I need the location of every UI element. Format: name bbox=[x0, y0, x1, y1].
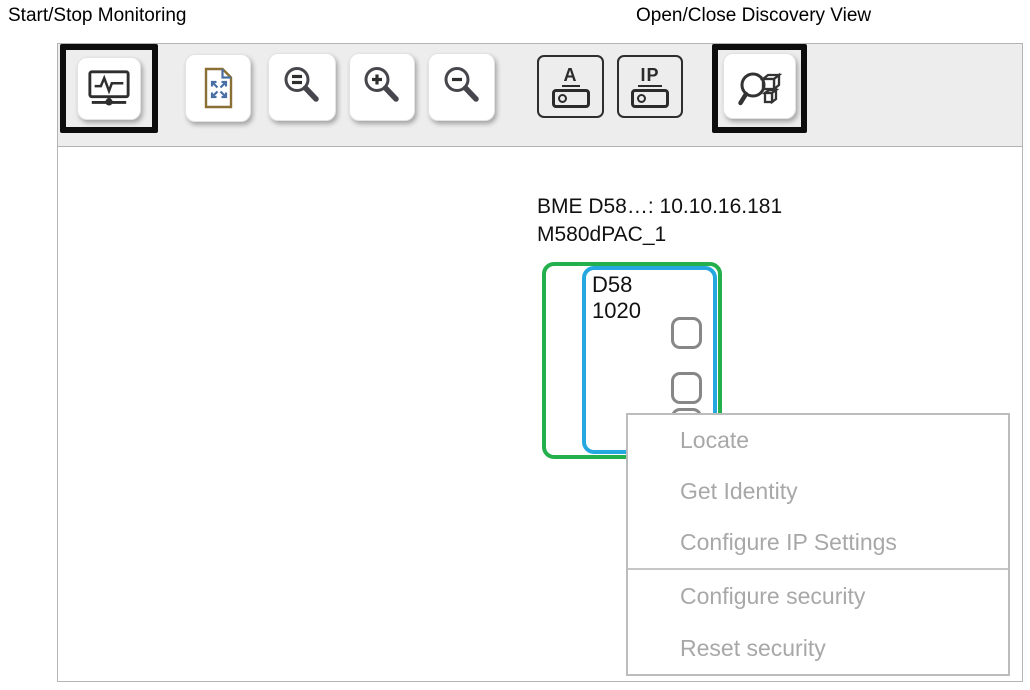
discovery-magnifier-icon bbox=[736, 62, 784, 110]
menu-item-get-identity[interactable]: Get Identity bbox=[680, 478, 798, 504]
magnifier-plus-icon bbox=[360, 65, 404, 109]
letter-ip-icon: IP bbox=[638, 64, 662, 87]
device-context-menu: Locate Get Identity Configure IP Setting… bbox=[626, 413, 1010, 676]
magnifier-equals-icon bbox=[280, 65, 324, 109]
start-stop-monitoring-button[interactable] bbox=[77, 57, 141, 120]
module-slot[interactable] bbox=[671, 372, 702, 404]
zoom-out-button[interactable] bbox=[428, 53, 495, 121]
monitoring-annotation-label: Start/Stop Monitoring bbox=[8, 5, 187, 26]
menu-item-reset-security[interactable]: Reset security bbox=[680, 634, 826, 661]
device-box-icon bbox=[631, 88, 669, 108]
device-box-icon bbox=[551, 88, 590, 108]
assign-device-ip-button[interactable]: IP bbox=[617, 55, 683, 118]
discovery-highlight-box bbox=[712, 44, 807, 133]
device-info-line2: M580dPAC_1 bbox=[537, 223, 667, 246]
cpu-module-label: D58 1020 bbox=[592, 272, 641, 323]
menu-item-configure-security[interactable]: Configure security bbox=[680, 582, 866, 609]
device-tooltip-text: BME D58…: 10.10.16.181 M580dPAC_1 bbox=[537, 193, 782, 249]
magnifier-minus-icon bbox=[440, 65, 484, 109]
assign-device-name-button[interactable]: A bbox=[537, 55, 604, 118]
menu-item-locate[interactable]: Locate bbox=[680, 427, 750, 453]
menu-item-configure-ip-settings[interactable]: Configure IP Settings bbox=[680, 529, 897, 555]
letter-a-icon: A bbox=[561, 64, 580, 87]
monitoring-highlight-box bbox=[60, 44, 158, 133]
monitor-pulse-icon bbox=[87, 68, 131, 110]
fit-to-page-button[interactable] bbox=[185, 54, 251, 122]
fit-page-icon bbox=[199, 66, 237, 110]
zoom-in-button[interactable] bbox=[349, 53, 415, 121]
open-close-discovery-button[interactable] bbox=[723, 53, 796, 119]
zoom-reset-button[interactable] bbox=[268, 53, 336, 121]
device-info-line1: BME D58…: 10.10.16.181 bbox=[537, 195, 783, 218]
module-slot[interactable] bbox=[671, 317, 702, 349]
menu-separator bbox=[628, 568, 1008, 570]
discovery-annotation-label: Open/Close Discovery View bbox=[636, 5, 872, 26]
